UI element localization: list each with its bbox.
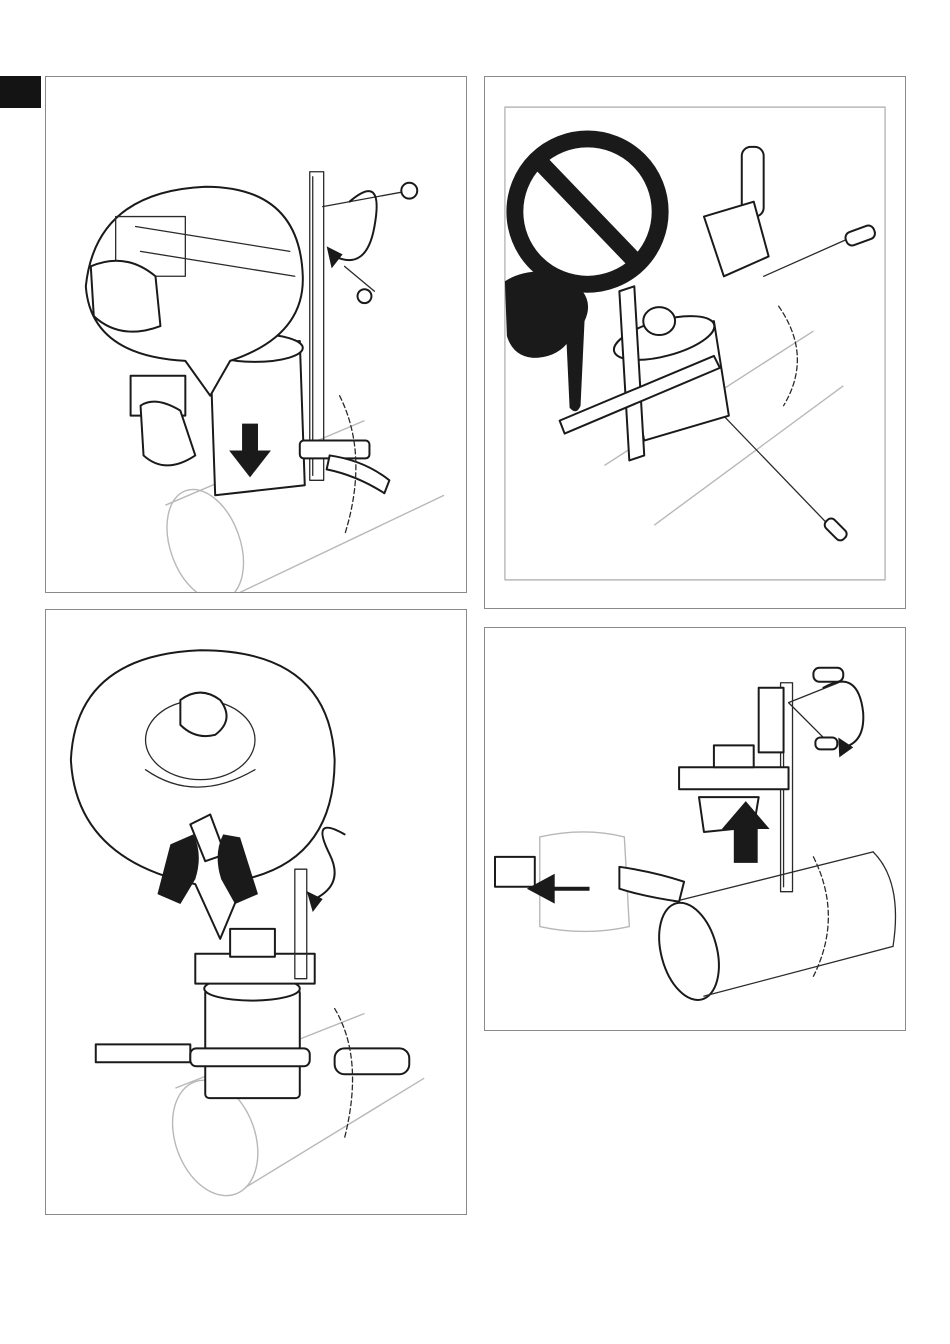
pointing-hand-icon (505, 271, 588, 411)
do-not-touch-illustration (485, 77, 905, 608)
rotate-clockwise-icon (327, 191, 377, 268)
illustration-panel-4 (484, 627, 906, 1031)
illustration-panel-2 (484, 76, 906, 609)
arrow-left-icon (527, 874, 590, 904)
illustration-panel-1 (45, 76, 467, 593)
cutter-removal-illustration (485, 628, 905, 1030)
cutter-clamp-release-illustration (46, 610, 466, 1214)
prohibited-sign-icon (515, 139, 660, 284)
section-tab (0, 76, 41, 108)
illustration-panel-3 (45, 609, 467, 1215)
cutter-lowering-illustration (46, 77, 466, 592)
